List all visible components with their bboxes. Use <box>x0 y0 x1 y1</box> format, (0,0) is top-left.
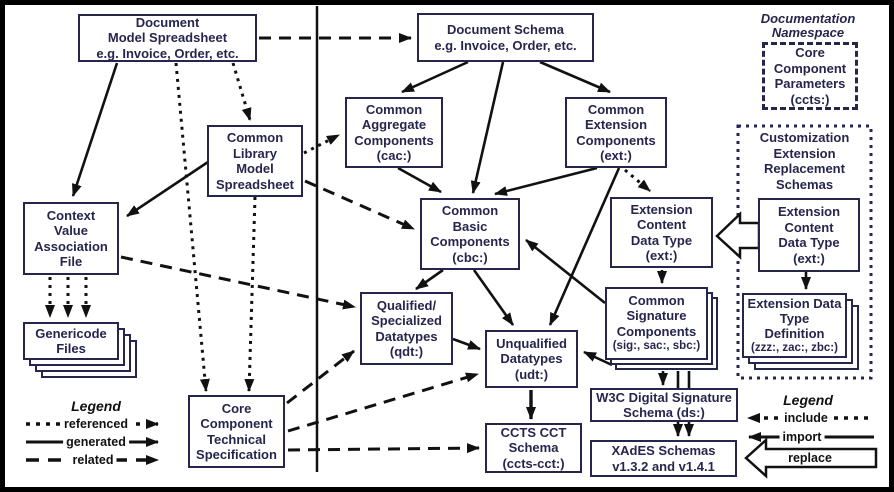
node-document-model-spreadsheet: Document Model Spreadsheet e.g. Invoice,… <box>78 14 257 62</box>
node-w3c-digital-signature-schema: W3C Digital Signature Schema (ds:) <box>590 388 738 422</box>
node-context-value-association-file: Context Value Association File <box>23 202 119 275</box>
node-common-library-model-spreadsheet: Common Library Model Spreadsheet <box>207 125 303 197</box>
node-ccts-cct-schema: CCTS CCT Schema (ccts-cct:) <box>485 423 582 473</box>
node-common-signature-components: Common Signature Components (sig:, sac:,… <box>605 287 708 360</box>
node-qualified-specialized-datatypes: Qualified/ Specialized Datatypes (qdt:) <box>360 292 453 365</box>
legend-related-label: related <box>69 453 117 467</box>
customization-container-border <box>736 124 873 380</box>
node-genericode-files: Genericode Files <box>23 322 119 360</box>
legend-referenced-label: referenced <box>61 417 131 431</box>
node-document-schema: Document Schema e.g. Invoice, Order, etc… <box>417 13 594 62</box>
legend-right-title: Legend <box>783 392 833 408</box>
node-extension-content-data-type-customization: Extension Content Data Type (ext:) <box>758 198 860 272</box>
legend-replace-arrow <box>744 437 878 479</box>
legend-include-label: include <box>781 411 831 425</box>
related-edges <box>120 33 480 454</box>
legend-left-title: Legend <box>71 398 121 414</box>
node-unqualified-datatypes: Unqualified Datatypes (udt:) <box>485 330 578 388</box>
node-core-component-parameters: Core Component Parameters (ccts:) <box>762 42 858 110</box>
node-common-extension-components: Common Extension Components (ext:) <box>565 97 667 168</box>
referenced-edges <box>45 62 651 392</box>
documentation-namespace-title: Documentation Namespace <box>760 10 856 40</box>
node-extension-content-data-type: Extension Content Data Type (ext:) <box>610 197 713 268</box>
node-core-component-technical-specification: Core Component Technical Specification <box>188 395 285 468</box>
node-extension-data-type-definition: Extension Data Type Definition (zzz:, za… <box>742 293 847 358</box>
node-common-basic-components: Common Basic Components (cbc:) <box>420 198 520 270</box>
customization-container-title: Customization Extension Replacement Sche… <box>759 130 850 192</box>
node-common-aggregate-components: Common Aggregate Components (cac:) <box>345 97 443 168</box>
legend-import-label: import <box>779 430 825 444</box>
replace-arrow-ecdt <box>715 211 761 260</box>
legend-replace-label: replace <box>788 451 832 465</box>
legend-generated-label: generated <box>63 435 129 449</box>
generated-edges <box>71 60 811 437</box>
node-xades-schemas: XAdES Schemas v1.3.2 and v1.4.1 <box>590 440 737 477</box>
